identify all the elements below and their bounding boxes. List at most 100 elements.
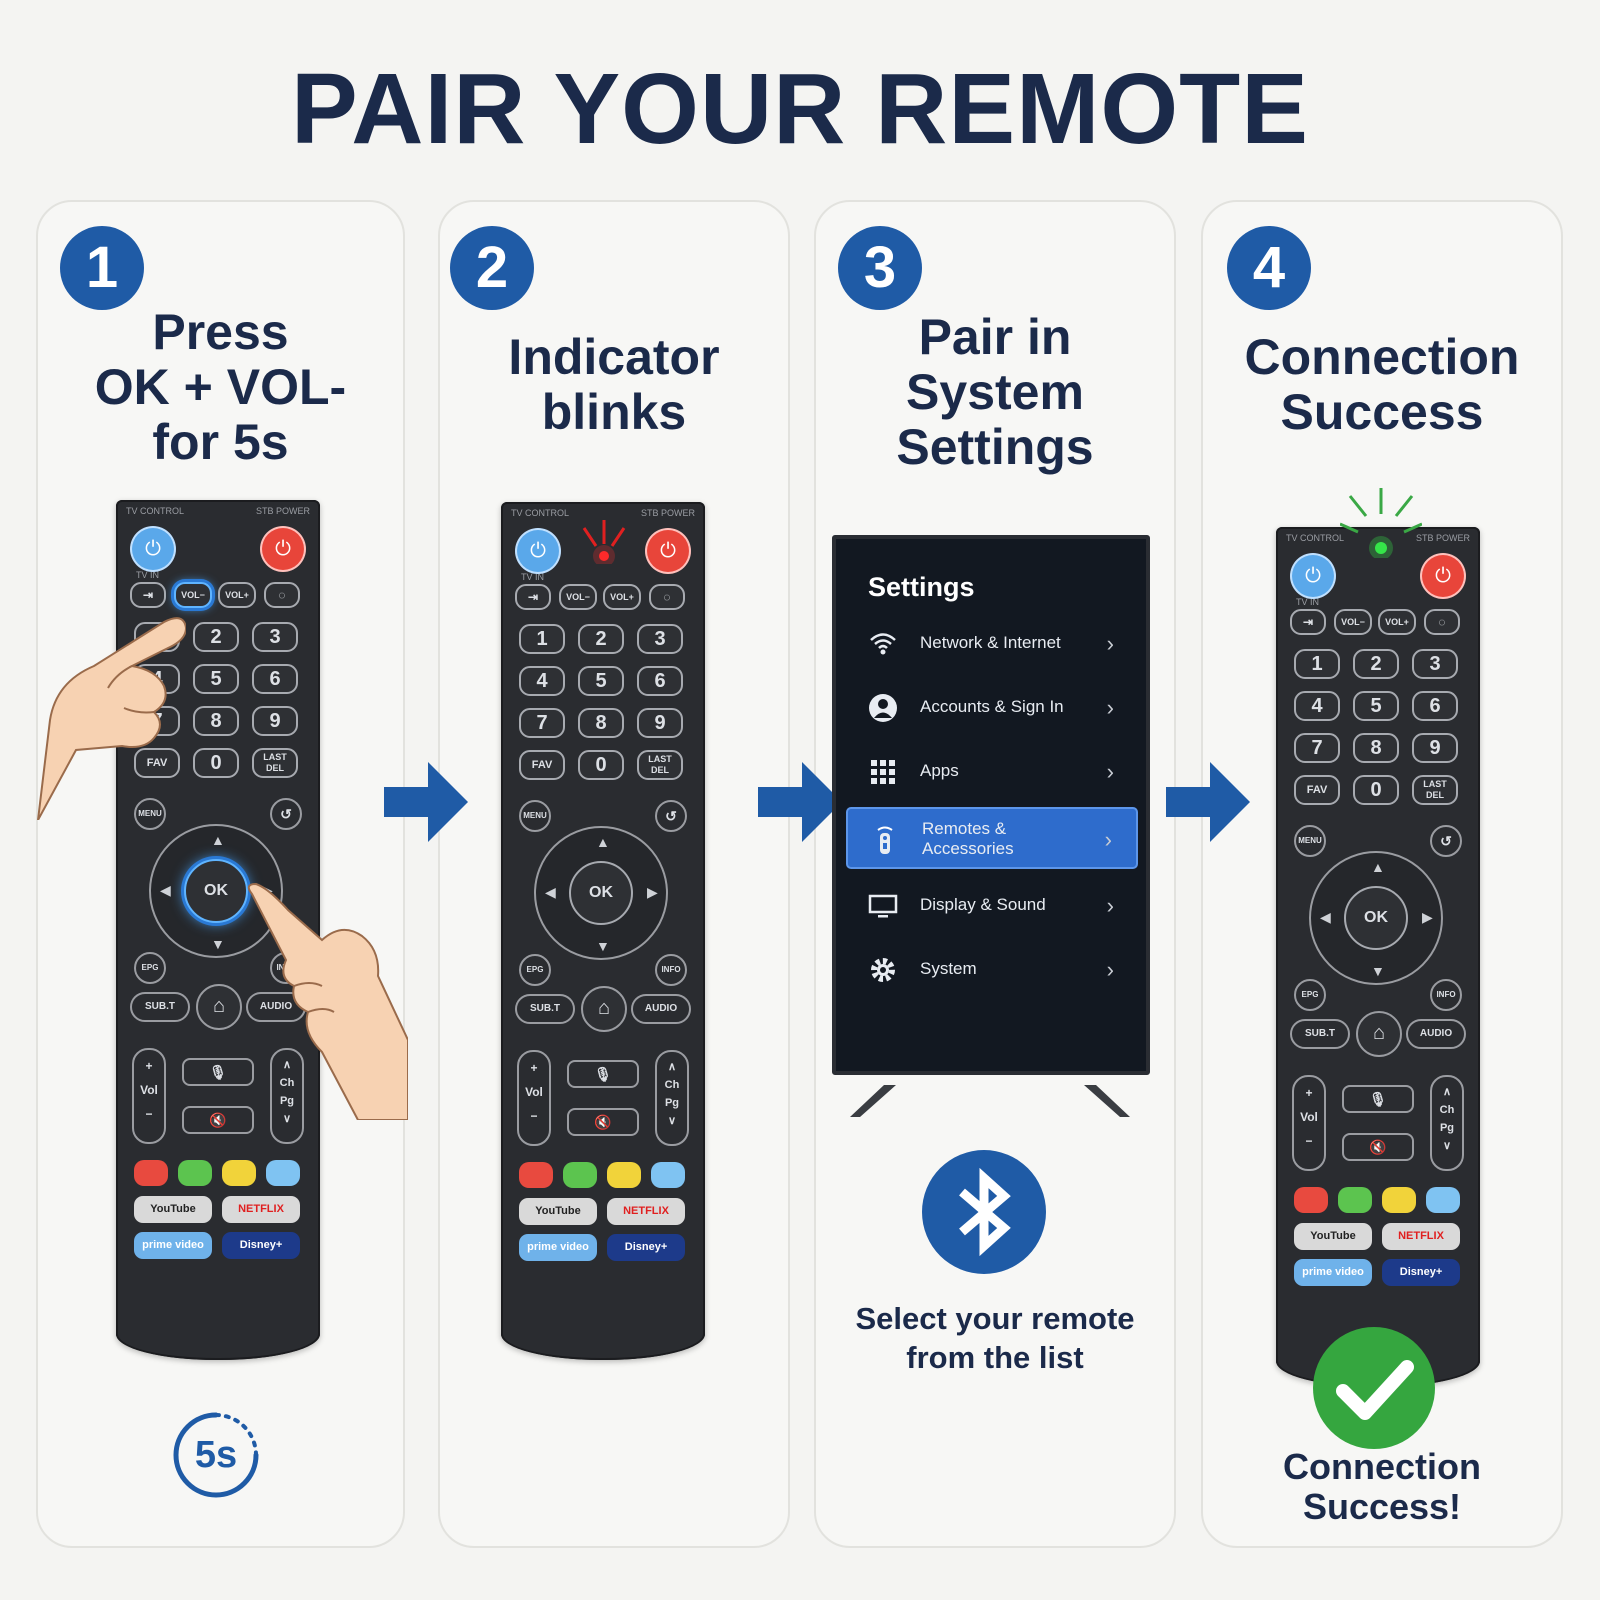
color-key-button[interactable] (651, 1162, 685, 1188)
netflix-button[interactable]: NETFLIX (1382, 1223, 1460, 1250)
color-key-button[interactable] (266, 1160, 300, 1186)
tv-input-button[interactable]: ⇥ (130, 582, 166, 608)
settings-item-system[interactable]: System› (846, 939, 1138, 1001)
dpad-left-button[interactable]: ◀ (1320, 909, 1331, 925)
color-key-button[interactable] (222, 1160, 256, 1186)
prime-video-button[interactable]: prime video (1294, 1259, 1372, 1286)
tv-input-button[interactable]: ⇥ (1290, 609, 1326, 635)
disney-plus-button[interactable]: Disney+ (1382, 1259, 1460, 1286)
epg-button[interactable]: EPG (519, 954, 551, 986)
color-key-button[interactable] (519, 1162, 553, 1188)
home-button[interactable]: ⌂ (196, 984, 242, 1030)
dpad-up-button[interactable]: ▲ (596, 834, 610, 850)
mouse-button[interactable]: ◌ (1424, 609, 1460, 635)
fav-button[interactable]: FAV (1294, 775, 1340, 805)
subtitle-button[interactable]: SUB.T (1290, 1019, 1350, 1049)
home-button[interactable]: ⌂ (581, 986, 627, 1032)
digit-button[interactable]: 9 (1412, 733, 1458, 763)
settings-item-accounts-sign-in[interactable]: Accounts & Sign In› (846, 677, 1138, 739)
netflix-button[interactable]: NETFLIX (222, 1196, 300, 1223)
ok-button[interactable]: OK (1344, 886, 1408, 950)
digit-button[interactable]: 0 (578, 750, 624, 780)
ok-button[interactable]: OK (184, 859, 248, 923)
epg-button[interactable]: EPG (134, 952, 166, 984)
digit-button[interactable]: 1 (1294, 649, 1340, 679)
dpad-down-button[interactable]: ▼ (596, 938, 610, 954)
disney-plus-button[interactable]: Disney+ (607, 1234, 685, 1261)
stb-power-button[interactable]: ⏻ (1422, 555, 1464, 597)
color-key-button[interactable] (607, 1162, 641, 1188)
mouse-button[interactable]: ◌ (649, 584, 685, 610)
stb-power-button[interactable]: ⏻ (647, 530, 689, 572)
youtube-button[interactable]: YouTube (519, 1198, 597, 1225)
voice-button[interactable]: 🎙 (1342, 1085, 1414, 1113)
vol-minus-button[interactable]: VOL− (1334, 609, 1372, 635)
digit-button[interactable]: 8 (1353, 733, 1399, 763)
dpad-right-button[interactable]: ▶ (647, 884, 658, 900)
dpad-down-button[interactable]: ▼ (211, 936, 225, 952)
digit-button[interactable]: 9 (637, 708, 683, 738)
prime-video-button[interactable]: prime video (519, 1234, 597, 1261)
audio-button[interactable]: AUDIO (631, 994, 691, 1024)
digit-button[interactable]: 7 (1294, 733, 1340, 763)
digit-button[interactable]: 5 (193, 664, 239, 694)
subtitle-button[interactable]: SUB.T (130, 992, 190, 1022)
menu-button[interactable]: MENU (1294, 825, 1326, 857)
digit-button[interactable]: 6 (1412, 691, 1458, 721)
digit-button[interactable]: 5 (578, 666, 624, 696)
digit-button[interactable]: 4 (1294, 691, 1340, 721)
digit-button[interactable]: 3 (637, 624, 683, 654)
tv-power-button[interactable]: ⏻ (517, 530, 559, 572)
voice-button[interactable]: 🎙 (182, 1058, 254, 1086)
digit-button[interactable]: 8 (578, 708, 624, 738)
stb-power-button[interactable]: ⏻ (262, 528, 304, 570)
back-button[interactable]: ↺ (270, 798, 302, 830)
digit-button[interactable]: 6 (252, 664, 298, 694)
digit-button[interactable]: 5 (1353, 691, 1399, 721)
digit-button[interactable]: 3 (252, 622, 298, 652)
dpad-left-button[interactable]: ◀ (545, 884, 556, 900)
volume-rocker[interactable]: +Vol− (517, 1050, 551, 1146)
dpad-right-button[interactable]: ▶ (1422, 909, 1433, 925)
vol-plus-button[interactable]: VOL+ (218, 582, 256, 608)
digit-button[interactable]: 2 (1353, 649, 1399, 679)
digit-button[interactable]: 4 (519, 666, 565, 696)
prime-video-button[interactable]: prime video (134, 1232, 212, 1259)
dpad-up-button[interactable]: ▲ (1371, 859, 1385, 875)
youtube-button[interactable]: YouTube (1294, 1223, 1372, 1250)
vol-plus-button[interactable]: VOL+ (1378, 609, 1416, 635)
volume-rocker[interactable]: +Vol− (132, 1048, 166, 1144)
info-button[interactable]: INFO (1430, 979, 1462, 1011)
digit-button[interactable]: 1 (519, 624, 565, 654)
mute-button[interactable]: 🔇 (1342, 1133, 1414, 1161)
color-key-button[interactable] (1382, 1187, 1416, 1213)
digit-button[interactable]: 2 (578, 624, 624, 654)
epg-button[interactable]: EPG (1294, 979, 1326, 1011)
color-key-button[interactable] (1294, 1187, 1328, 1213)
mute-button[interactable]: 🔇 (182, 1106, 254, 1134)
vol-plus-button[interactable]: VOL+ (603, 584, 641, 610)
vol-minus-button[interactable]: VOL− (174, 582, 212, 608)
info-button[interactable]: INFO (655, 954, 687, 986)
color-key-button[interactable] (563, 1162, 597, 1188)
ok-button[interactable]: OK (569, 861, 633, 925)
digit-button[interactable]: 6 (637, 666, 683, 696)
menu-button[interactable]: MENU (134, 798, 166, 830)
digit-button[interactable]: 8 (193, 706, 239, 736)
vol-minus-button[interactable]: VOL− (559, 584, 597, 610)
dpad-left-button[interactable]: ◀ (160, 882, 171, 898)
voice-button[interactable]: 🎙 (567, 1060, 639, 1088)
color-key-button[interactable] (1426, 1187, 1460, 1213)
digit-button[interactable]: 3 (1412, 649, 1458, 679)
dpad-down-button[interactable]: ▼ (1371, 963, 1385, 979)
tv-input-button[interactable]: ⇥ (515, 584, 551, 610)
digit-button[interactable]: 9 (252, 706, 298, 736)
color-key-button[interactable] (178, 1160, 212, 1186)
color-key-button[interactable] (134, 1160, 168, 1186)
digit-button[interactable]: 0 (193, 748, 239, 778)
youtube-button[interactable]: YouTube (134, 1196, 212, 1223)
settings-item-apps[interactable]: Apps› (846, 741, 1138, 803)
tv-power-button[interactable]: ⏻ (1292, 555, 1334, 597)
